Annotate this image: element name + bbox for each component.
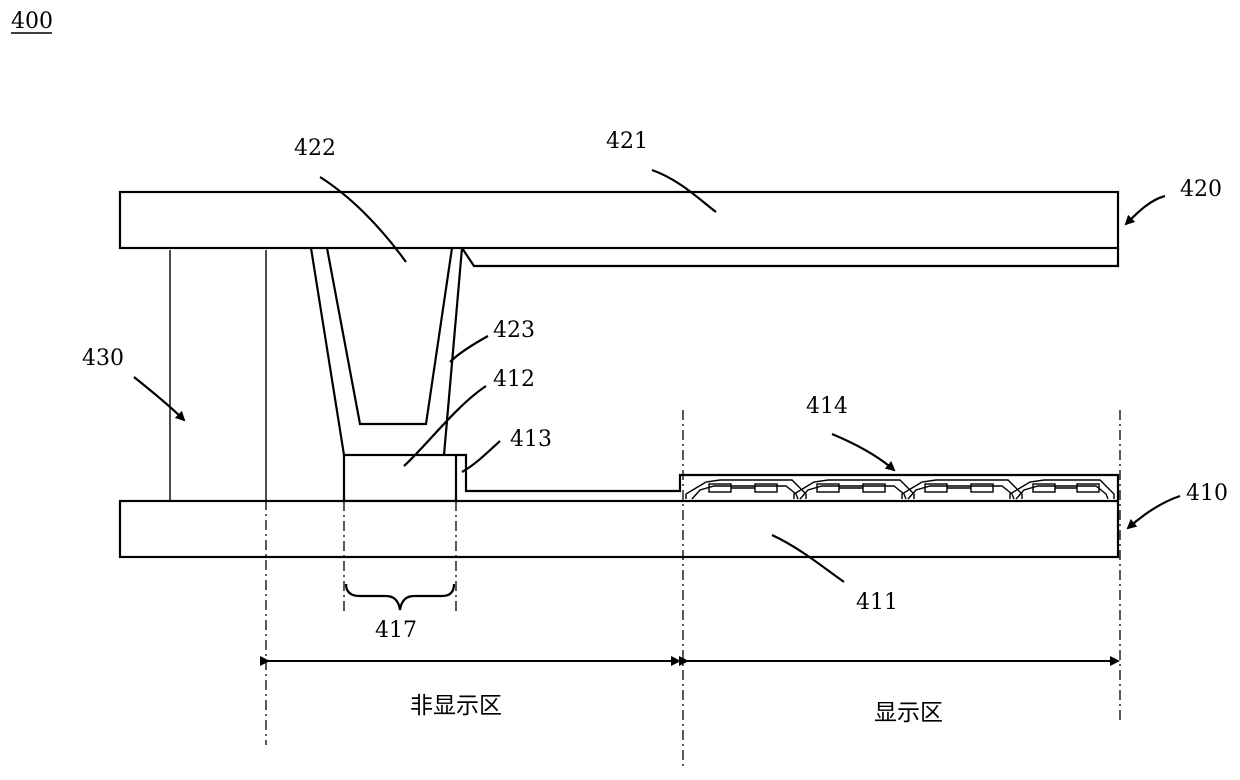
layer-413 [456,455,1118,501]
leader-420 [1126,196,1165,224]
label-423: 423 [493,318,535,343]
label-413: 413 [510,427,552,452]
brace-417 [346,584,454,610]
leader-430 [134,377,184,420]
block-412 [344,455,456,501]
label-420: 420 [1180,177,1222,202]
zone-label-nondisplay: 非显示区 [410,693,502,719]
label-430: 430 [82,346,124,371]
lower-substrate [120,501,1118,557]
figure-number: 400 [11,9,53,34]
leader-423 [450,336,488,362]
leader-410 [1128,496,1180,528]
label-422: 422 [294,136,336,161]
upper-substrate [120,192,1118,248]
label-414: 414 [806,394,848,419]
wall-outer-left [311,248,344,455]
leader-413 [462,441,500,472]
upper-film-layer [462,248,1118,266]
leader-414 [832,434,894,470]
label-410: 410 [1186,481,1228,506]
label-421: 421 [606,129,648,154]
label-411: 411 [856,590,898,615]
label-412: 412 [493,367,535,392]
wall-inner [327,248,452,424]
zone-label-display: 显示区 [874,700,943,726]
display-units-414 [686,480,1114,499]
label-417: 417 [375,618,417,643]
